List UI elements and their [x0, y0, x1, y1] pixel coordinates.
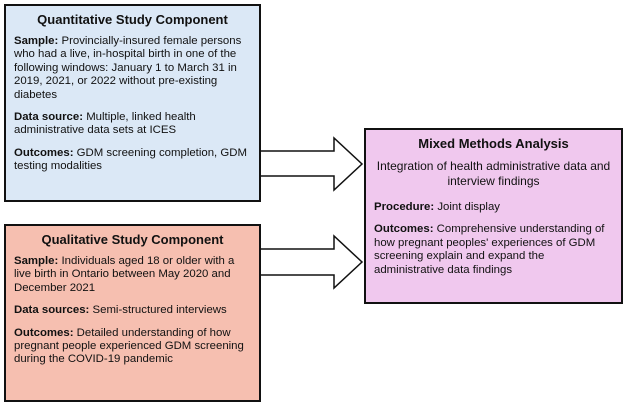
qualitative-outcomes-label: Outcomes: [14, 326, 74, 339]
qualitative-sample-text: Individuals aged 18 or older with a live… [14, 255, 235, 294]
quantitative-data-source-text: Multiple, linked health administrative d… [14, 111, 196, 137]
mixed-procedure-text: Joint display [437, 201, 500, 213]
mixed-intro: Integration of health administrative dat… [376, 159, 611, 188]
qualitative-outcomes: Outcomes: Detailed understanding of how … [14, 327, 251, 367]
quantitative-sample: Sample: Provincially-insured female pers… [14, 35, 251, 102]
quantitative-sample-label: Sample: [14, 35, 59, 47]
qualitative-study-box: Qualitative Study Component Sample: Indi… [4, 224, 261, 402]
qualitative-data-sources-text: Semi-structured interviews [92, 304, 227, 317]
arrow-quantitative-to-mixed [248, 136, 364, 192]
mixed-title: Mixed Methods Analysis [418, 136, 569, 151]
quantitative-data-source: Data source: Multiple, linked health adm… [14, 111, 251, 138]
qualitative-title: Qualitative Study Component [41, 232, 224, 247]
qualitative-sample: Sample: Individuals aged 18 or older wit… [14, 255, 251, 295]
quantitative-title: Quantitative Study Component [37, 12, 228, 27]
quantitative-sample-text: Provincially-insured female persons who … [14, 35, 242, 101]
mixed-procedure-label: Procedure: [374, 201, 435, 213]
mixed-outcomes-text: Comprehensive understanding of how pregn… [374, 223, 605, 276]
qualitative-data-sources: Data sources: Semi-structured interviews [14, 304, 251, 317]
quantitative-outcomes-text: GDM screening completion, GDM testing mo… [14, 146, 247, 173]
arrow-qualitative-to-mixed [248, 234, 364, 290]
qualitative-sample-label: Sample: [14, 255, 59, 267]
qualitative-outcomes-text: Detailed understanding of how pregnant p… [14, 326, 244, 366]
mixed-procedure: Procedure: Joint display [374, 201, 613, 214]
qualitative-data-sources-label: Data sources: [14, 304, 90, 317]
mixed-methods-box: Mixed Methods Analysis Integration of he… [364, 128, 623, 304]
quantitative-data-source-label: Data source: [14, 111, 84, 124]
quantitative-outcomes: Outcomes: GDM screening completion, GDM … [14, 147, 251, 174]
quantitative-study-box: Quantitative Study Component Sample: Pro… [4, 4, 261, 202]
quantitative-outcomes-label: Outcomes: [14, 146, 74, 159]
mixed-outcomes-label: Outcomes: [374, 223, 434, 236]
mixed-outcomes: Outcomes: Comprehensive understanding of… [374, 223, 613, 277]
